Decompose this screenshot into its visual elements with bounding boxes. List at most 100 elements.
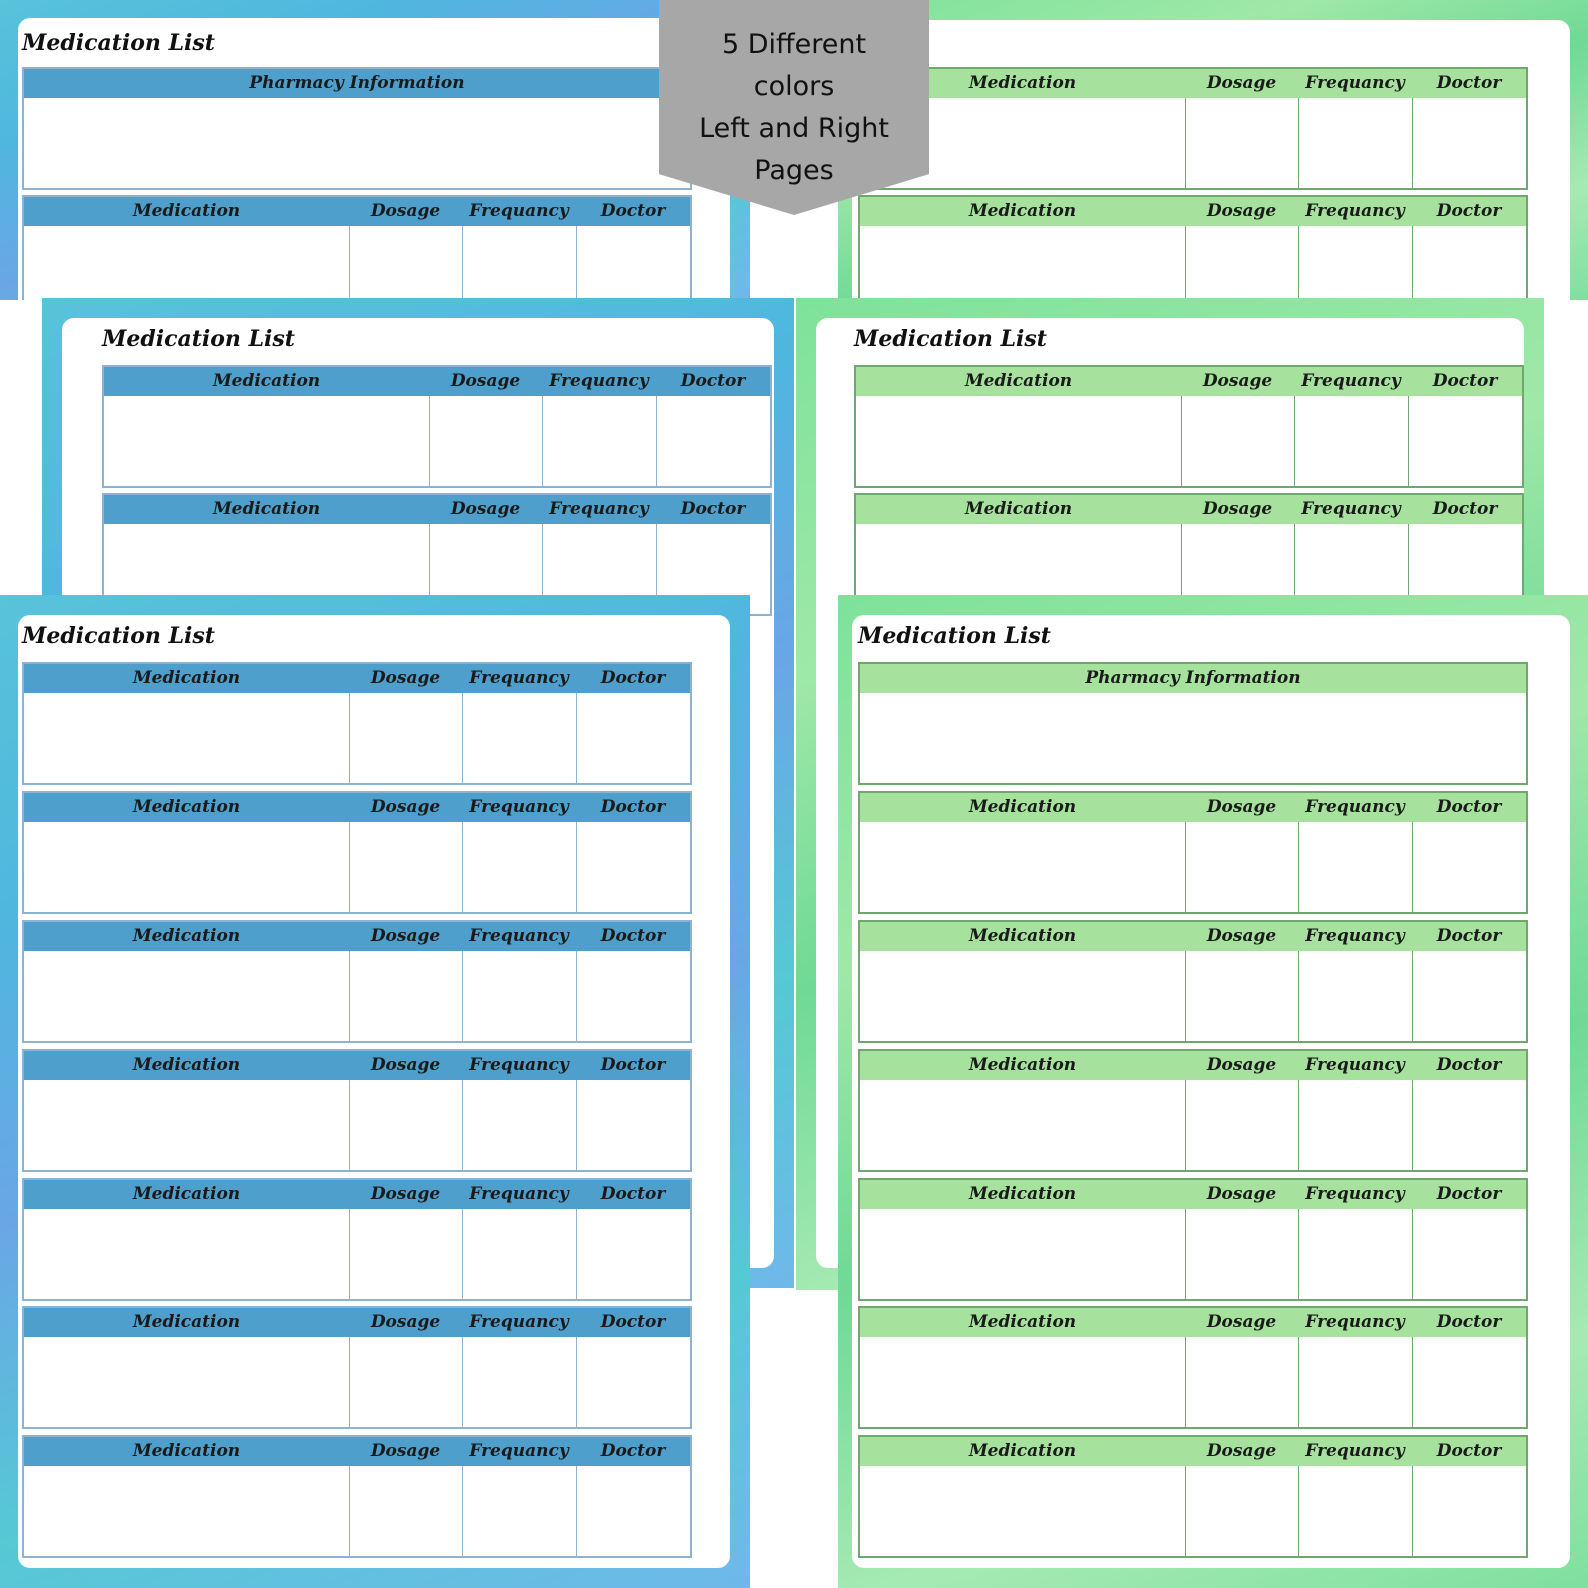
divider [576,822,577,912]
col-medication: Medication [132,926,241,946]
sheet [852,20,1570,300]
col-medication: Medication [968,1312,1077,1332]
col-frequency: Frequancy [1305,201,1405,221]
col-medication: Medication [212,499,321,519]
col-dosage: Dosage [1206,73,1277,93]
divider [1181,524,1182,614]
divider [349,1337,350,1427]
divider [429,396,430,486]
col-medication: Medication [968,797,1077,817]
divider [349,822,350,912]
table-header: Medication Dosage Frequancy Doctor [860,922,1526,951]
divider [1181,396,1182,486]
table-header: Medication Dosage Frequancy Doctor [24,793,690,822]
medication-table: Medication Dosage Frequancy Doctor [854,493,1524,616]
divider [656,396,657,486]
sheet [852,615,1570,1568]
col-frequency: Frequancy [469,1441,569,1461]
page-title: Medication List [858,623,1051,649]
divider [576,693,577,783]
medication-table: Medication Dosage Frequancy Doctor [858,195,1528,300]
col-doctor: Doctor [1436,1055,1502,1075]
col-doctor: Doctor [1432,371,1498,391]
col-doctor: Doctor [680,371,746,391]
divider [1298,951,1299,1041]
col-doctor: Doctor [1436,926,1502,946]
col-medication: Medication [132,1312,241,1332]
page-back-left: Medication List Pharmacy Information Med… [0,0,750,300]
divider [1298,1080,1299,1170]
divider [542,524,543,614]
table-header: Medication Dosage Frequancy Doctor [856,367,1522,396]
col-frequency: Frequancy [469,1184,569,1204]
col-dosage: Dosage [1206,1441,1277,1461]
medication-table: Medication Dosage Frequancy Doctor [22,791,692,914]
table-header: Medication Dosage Frequancy Doctor [860,1051,1526,1080]
table-header: Medication Dosage Frequancy Doctor [24,1051,690,1080]
table-header: Medication Dosage Frequancy Doctor [860,793,1526,822]
col-dosage: Dosage [370,926,441,946]
col-medication: Medication [968,1055,1077,1075]
divider [1298,226,1299,300]
page-title: Medication List [102,326,295,352]
col-doctor: Doctor [600,1441,666,1461]
divider [429,524,430,614]
col-frequency: Frequancy [1305,1184,1405,1204]
col-doctor: Doctor [600,668,666,688]
divider [1298,1337,1299,1427]
divider [349,1080,350,1170]
divider [462,822,463,912]
col-frequency: Frequancy [469,201,569,221]
col-medication: Medication [968,1441,1077,1461]
col-dosage: Dosage [1206,926,1277,946]
col-medication: Medication [132,797,241,817]
col-dosage: Dosage [1206,797,1277,817]
col-dosage: Dosage [370,1441,441,1461]
divider [576,1080,577,1170]
divider [462,951,463,1041]
col-dosage: Dosage [1206,1312,1277,1332]
col-frequency: Frequancy [1301,499,1401,519]
banner-line-1: 5 Different [721,29,867,60]
col-frequency: Frequancy [549,499,649,519]
banner-line-3: Left and Right [699,113,889,144]
divider [349,693,350,783]
divider [576,1209,577,1299]
col-dosage: Dosage [1202,499,1273,519]
col-doctor: Doctor [600,926,666,946]
banner-line-2: colors [753,71,835,102]
pharmacy-table: Pharmacy Information [858,662,1528,785]
col-frequency: Frequancy [1305,926,1405,946]
page-title: Medication List [22,30,215,56]
medication-table: Medication Dosage Frequancy Doctor [858,1435,1528,1558]
divider [349,1466,350,1556]
divider [576,226,577,300]
sheet [18,18,730,300]
col-frequency: Frequancy [1305,1441,1405,1461]
table-header: Medication Dosage Frequancy Doctor [24,664,690,693]
col-doctor: Doctor [1436,201,1502,221]
medication-table: Medication Dosage Frequancy Doctor [854,365,1524,488]
col-dosage: Dosage [370,201,441,221]
col-dosage: Dosage [370,797,441,817]
divider [1298,1209,1299,1299]
table-header: Medication Dosage Frequancy Doctor [24,1437,690,1466]
table-header: Medication Dosage Frequancy Doctor [24,197,690,226]
col-medication: Medication [964,371,1073,391]
medication-table: Medication Dosage Frequancy Doctor [102,365,772,488]
col-frequency: Frequancy [1305,797,1405,817]
pharmacy-table: Pharmacy Information [22,67,692,190]
col-dosage: Dosage [1206,1055,1277,1075]
col-doctor: Doctor [1436,1441,1502,1461]
divider [1294,524,1295,614]
table-header: Medication Dosage Frequancy Doctor [860,1437,1526,1466]
col-dosage: Dosage [370,668,441,688]
col-dosage: Dosage [1202,371,1273,391]
col-frequency: Frequancy [469,1055,569,1075]
page-title: Medication List [22,623,215,649]
col-doctor: Doctor [680,499,746,519]
divider [542,396,543,486]
col-medication: Medication [964,499,1073,519]
table-header: Medication Dosage Frequancy Doctor [856,495,1522,524]
col-medication: Medication [132,201,241,221]
